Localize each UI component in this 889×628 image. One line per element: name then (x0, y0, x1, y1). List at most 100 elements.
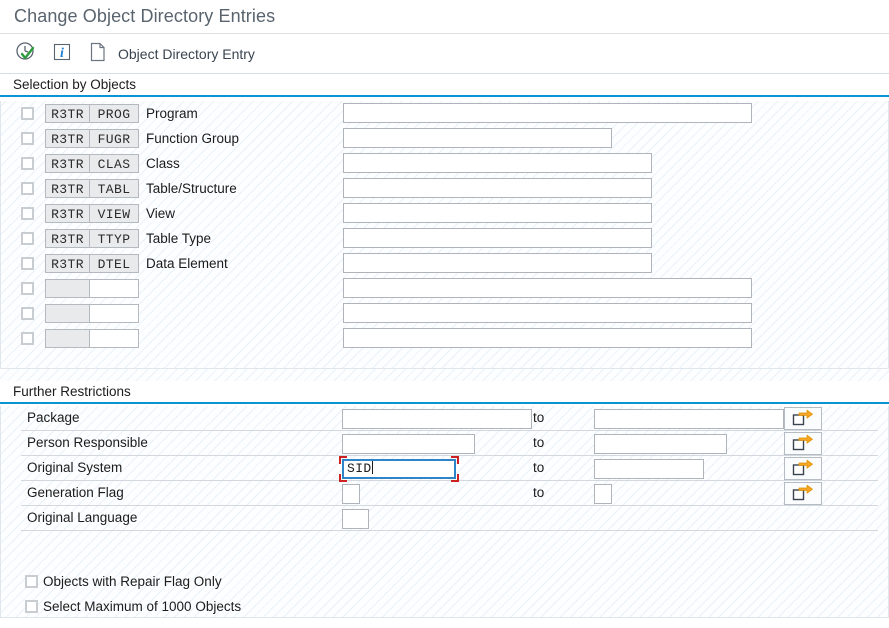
window-title-bar: Change Object Directory Entries (0, 0, 889, 34)
svg-text:i: i (60, 46, 64, 61)
object-directory-entry-label: Object Directory Entry (118, 45, 255, 62)
object-selection-row (1, 276, 888, 301)
checkbox-spacer (1, 531, 888, 569)
object-code-cell[interactable]: TTYP (89, 229, 139, 248)
restriction-to-input[interactable] (594, 409, 784, 429)
object-row-input[interactable] (343, 328, 752, 348)
restrictions-panel-accent-rule (0, 402, 889, 404)
object-code-cell[interactable]: CLAS (89, 154, 139, 173)
object-row-label: View (146, 206, 176, 221)
object-row-input[interactable] (343, 253, 652, 273)
object-row-checkbox[interactable] (21, 332, 34, 345)
multiple-selection-button[interactable] (784, 482, 822, 505)
object-row-input[interactable] (343, 178, 652, 198)
multiple-selection-button[interactable] (784, 457, 822, 480)
object-row-checkbox[interactable] (21, 132, 34, 145)
object-row-checkbox[interactable] (21, 182, 34, 195)
restriction-from-field-wrapper (342, 434, 475, 454)
restriction-to-input[interactable] (594, 434, 727, 454)
object-row-input[interactable] (343, 153, 652, 173)
restrictions-panel-title: Further Restrictions (13, 384, 131, 399)
object-row-checkbox[interactable] (21, 307, 34, 320)
required-field-marker (339, 474, 347, 482)
object-type-cell[interactable]: R3TR (45, 154, 90, 173)
object-row-input[interactable] (343, 128, 612, 148)
restrictions-panel-header: Further Restrictions (0, 381, 889, 402)
restriction-from-input[interactable] (342, 434, 475, 454)
object-row-checkbox[interactable] (21, 232, 34, 245)
object-row-checkbox[interactable] (21, 257, 34, 270)
range-to-label: to (533, 485, 545, 500)
object-type-cell[interactable]: R3TR (45, 229, 90, 248)
object-type-cell[interactable]: R3TR (45, 204, 90, 223)
restriction-row-label: Person Responsible (27, 435, 148, 450)
restriction-from-field-wrapper: SID (339, 456, 459, 482)
object-code-cell[interactable] (89, 329, 139, 348)
restriction-row: Original Language (1, 506, 888, 531)
restriction-to-input[interactable] (594, 484, 612, 504)
restriction-from-field-wrapper (342, 509, 369, 529)
restriction-from-input[interactable] (342, 409, 532, 429)
restriction-from-input[interactable]: SID (342, 459, 456, 479)
object-row-input[interactable] (343, 278, 752, 298)
clock-check-icon-button[interactable] (13, 41, 39, 67)
row-divider (21, 480, 878, 481)
object-row-input[interactable] (343, 203, 652, 223)
object-code-cell[interactable]: PROG (89, 104, 139, 123)
selection-panel-accent-rule (0, 95, 889, 97)
object-row-checkbox[interactable] (21, 282, 34, 295)
restriction-row-label: Generation Flag (27, 485, 124, 500)
object-code-cell[interactable] (89, 304, 139, 323)
object-row-input[interactable] (343, 228, 652, 248)
multiple-selection-button[interactable] (784, 407, 822, 430)
object-type-cell[interactable] (45, 304, 90, 323)
restriction-from-input[interactable] (342, 509, 369, 529)
restriction-to-input[interactable] (594, 459, 704, 479)
info-icon-button[interactable]: i (49, 41, 75, 67)
restriction-from-input[interactable] (342, 484, 360, 504)
multiple-selection-button[interactable] (784, 432, 822, 455)
object-type-cell[interactable]: R3TR (45, 179, 90, 198)
object-code-cell[interactable]: VIEW (89, 204, 139, 223)
object-type-cell[interactable] (45, 279, 90, 298)
option-checkbox[interactable] (25, 575, 38, 588)
multiple-selection-icon (792, 459, 814, 479)
restriction-row-label: Original System (27, 460, 123, 475)
object-row-input[interactable] (343, 303, 752, 323)
row-divider (21, 455, 878, 456)
document-icon (89, 41, 107, 66)
object-type-cell[interactable]: R3TR (45, 129, 90, 148)
restriction-from-value (343, 486, 347, 501)
object-row-checkbox[interactable] (21, 207, 34, 220)
object-row-label: Class (146, 156, 180, 171)
object-type-cell[interactable]: R3TR (45, 254, 90, 273)
object-code-cell[interactable] (89, 279, 139, 298)
object-code-cell[interactable]: FUGR (89, 129, 139, 148)
object-type-cell[interactable]: R3TR (45, 104, 90, 123)
object-row-label: Program (146, 106, 198, 121)
object-row-checkbox[interactable] (21, 107, 34, 120)
multiple-selection-icon (792, 484, 814, 504)
row-divider (21, 505, 878, 506)
object-row-label: Table/Structure (146, 181, 237, 196)
object-directory-entry-button[interactable]: Object Directory Entry (89, 41, 255, 66)
option-checkbox-row[interactable]: Select Maximum of 1000 Objects (1, 594, 888, 619)
object-code-cell[interactable]: TABL (89, 179, 139, 198)
option-checkbox[interactable] (25, 600, 38, 613)
object-row-checkbox[interactable] (21, 157, 34, 170)
option-checkbox-row[interactable]: Objects with Repair Flag Only (1, 569, 888, 594)
object-code-cell[interactable]: DTEL (89, 254, 139, 273)
object-selection-row (1, 301, 888, 326)
object-row-input[interactable] (343, 103, 752, 123)
range-to-label: to (533, 460, 545, 475)
object-type-cell[interactable] (45, 329, 90, 348)
